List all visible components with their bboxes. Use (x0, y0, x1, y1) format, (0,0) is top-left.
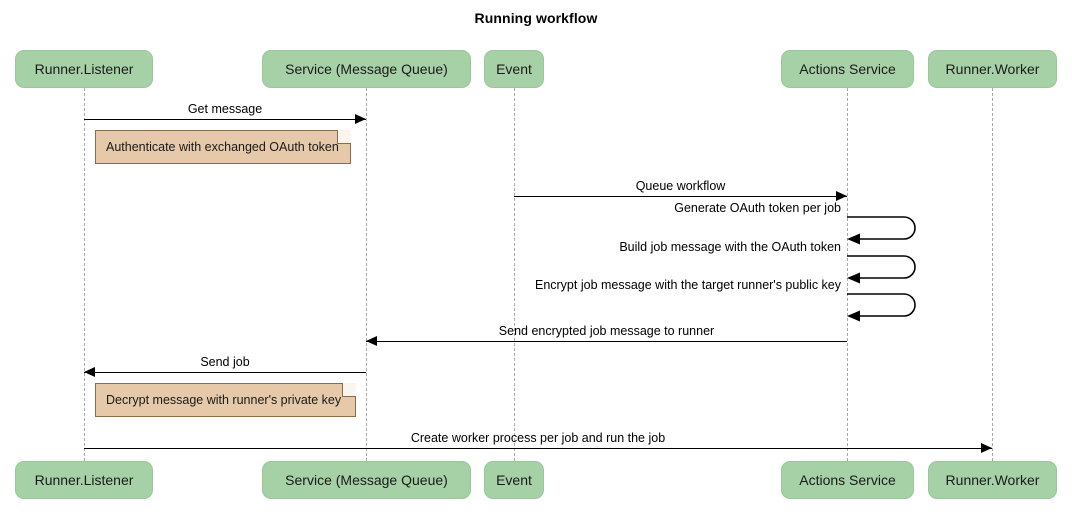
participant-head-actions-service[interactable]: Actions Service (781, 50, 914, 88)
message-get-message[interactable] (84, 119, 366, 120)
participant-head-runnerlistener[interactable]: Runner.Listener (15, 50, 153, 88)
note-authenticate-with-exchanged-oauth-token: Authenticate with exchanged OAuth token (95, 130, 351, 164)
note-fold-corner-icon (342, 383, 356, 397)
note-text: Decrypt message with runner's private ke… (106, 393, 342, 407)
message-encrypt-job-message-with-the-target-runners-public-key[interactable] (845, 292, 933, 328)
lifeline-actions-service (847, 88, 848, 461)
participant-label: Runner.Worker (945, 472, 1040, 488)
message-send-encrypted-job-message-to-runner-label: Send encrypted job message to runner (498, 324, 715, 338)
message-get-message-label: Get message (187, 102, 263, 116)
participant-head-event[interactable]: Event (484, 50, 544, 88)
note-fold-corner-icon (337, 130, 351, 144)
participant-label: Actions Service (799, 61, 896, 77)
message-create-worker-process-per-job-and-run-the-job-label: Create worker process per job and run th… (410, 431, 666, 445)
lifeline-runnerlistener (84, 88, 85, 461)
message-send-job-arrowhead (84, 367, 95, 377)
message-generate-oauth-token-per-job-label: Generate OAuth token per job (674, 201, 841, 215)
participant-head-service-message-queue[interactable]: Service (Message Queue) (262, 50, 471, 88)
message-create-worker-process-per-job-and-run-the-job[interactable] (84, 448, 992, 449)
participant-foot-actions-service[interactable]: Actions Service (781, 461, 914, 499)
message-send-encrypted-job-message-to-runner[interactable] (366, 341, 847, 342)
participant-label: Actions Service (799, 472, 896, 488)
message-send-encrypted-job-message-to-runner-arrowhead (366, 336, 377, 346)
message-send-job[interactable] (84, 372, 366, 373)
message-queue-workflow-label: Queue workflow (635, 179, 726, 193)
note-text: Authenticate with exchanged OAuth token (106, 140, 339, 154)
participant-foot-runnerlistener[interactable]: Runner.Listener (15, 461, 153, 499)
participant-label: Service (Message Queue) (285, 472, 448, 488)
message-send-job-label: Send job (200, 355, 250, 369)
lifeline-event (514, 88, 515, 461)
message-build-job-message-with-the-oauth-token-label: Build job message with the OAuth token (619, 240, 841, 254)
lifeline-runnerworker (992, 88, 993, 461)
participant-foot-service-message-queue[interactable]: Service (Message Queue) (262, 461, 471, 499)
participant-head-runnerworker[interactable]: Runner.Worker (928, 50, 1057, 88)
lifeline-service-message-queue (366, 88, 367, 461)
message-build-job-message-with-the-oauth-token[interactable] (845, 254, 933, 290)
participant-foot-event[interactable]: Event (484, 461, 544, 499)
message-encrypt-job-message-with-the-target-runners-public-key-label: Encrypt job message with the target runn… (534, 278, 841, 292)
page-title: Running workflow (474, 10, 598, 26)
message-queue-workflow[interactable] (514, 196, 847, 197)
participant-label: Event (496, 472, 532, 488)
participant-label: Service (Message Queue) (285, 61, 448, 77)
message-get-message-arrowhead (355, 114, 366, 124)
participant-label: Runner.Listener (34, 472, 134, 488)
participant-label: Runner.Worker (945, 61, 1040, 77)
participant-label: Event (496, 61, 532, 77)
message-generate-oauth-token-per-job[interactable] (845, 215, 933, 251)
message-queue-workflow-arrowhead (836, 191, 847, 201)
participant-foot-runnerworker[interactable]: Runner.Worker (928, 461, 1057, 499)
note-decrypt-message-with-runners-private-key: Decrypt message with runner's private ke… (95, 383, 356, 417)
message-create-worker-process-per-job-and-run-the-job-arrowhead (981, 443, 992, 453)
participant-label: Runner.Listener (34, 61, 134, 77)
